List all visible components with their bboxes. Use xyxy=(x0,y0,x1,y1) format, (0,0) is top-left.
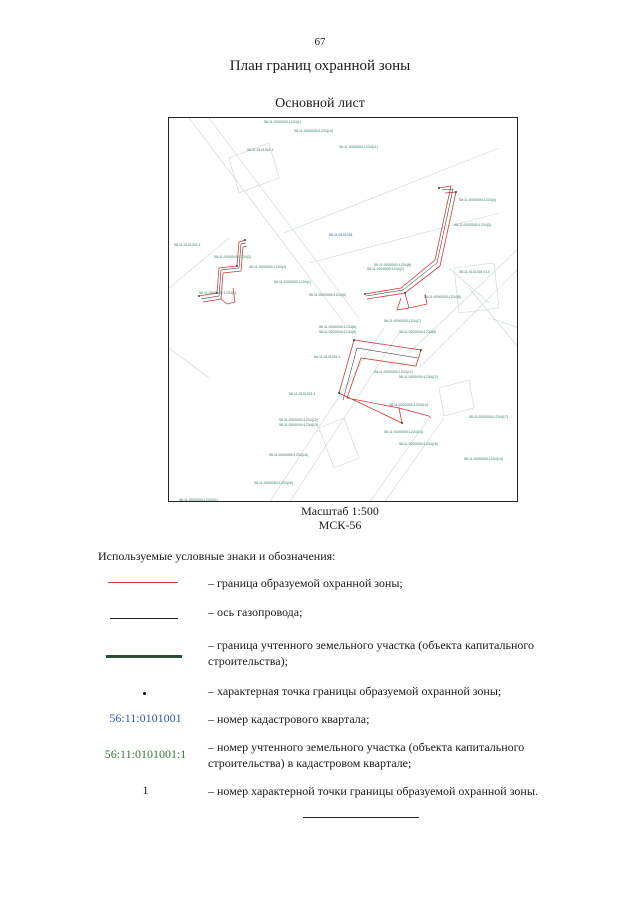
map-label: 56:11:0000000:1234(15) xyxy=(294,129,333,133)
legend-heading: Используемые условные знаки и обозначени… xyxy=(98,549,336,563)
map-label: 56:11:0101001:1 xyxy=(314,355,341,359)
map-label: 56:11:0000000:1234(4) xyxy=(459,198,496,202)
map-label: 56:11:0000000:1234(18) xyxy=(269,453,308,457)
map-label: 56:11:0101001:1 xyxy=(247,148,274,152)
map-label: 56:11:0000000:1234(16) xyxy=(399,442,438,446)
map-label: 56:11:0101001:113 xyxy=(459,270,489,274)
zone-square xyxy=(338,339,432,424)
map-label: 56:11:0000000:1234(9) xyxy=(399,330,436,334)
legend-point-number-symbol: 1 xyxy=(142,783,149,797)
map-label: 56:11:0000000:1234(11) xyxy=(339,145,378,149)
map-label: 56:11:0000000:1234(3) xyxy=(199,291,236,295)
map-label: 56:11:0000000:1234(2) xyxy=(214,255,251,259)
legend-zone-boundary-text: – граница образуемой охранной зоны; xyxy=(208,576,403,590)
map-label: 56:11:0000000:1234(12) xyxy=(279,418,318,422)
map-label: 56:11:0101001:1 xyxy=(289,392,316,396)
scale-block: Масштаб 1:500 МСК-56 xyxy=(0,504,640,532)
map-label: 56:11:0000000:1234(5) xyxy=(424,295,461,299)
map-label: 56:11:0000000:1234(20) xyxy=(254,481,293,485)
legend-gas-axis-symbol xyxy=(110,618,178,619)
zone-right xyxy=(364,185,457,311)
legend-gas-axis-text: – ось газопровода; xyxy=(208,605,303,619)
map-label: 56:11:0000000:1234(8) xyxy=(374,263,411,267)
map-label: 56:11:0000000:1234(4) xyxy=(249,265,286,269)
map-label: 56:11:0000000:1234(5) xyxy=(309,293,346,297)
footer-divider xyxy=(303,817,419,818)
boundary-points xyxy=(198,187,457,424)
map-label: 56:11:0000000:1234(7) xyxy=(384,319,421,323)
map-label: 56:11:0000000:1234(19) xyxy=(464,457,503,461)
map-drawing: 56:11:0000000:1234(1) 56:11:0000000:1234… xyxy=(169,118,517,502)
zone-left xyxy=(198,239,248,305)
map-label: 56:11:0000000:1234(8) xyxy=(319,325,356,329)
map-label: 56:11:0000000:1234(11) xyxy=(374,370,413,374)
legend-point-number-text: – номер характерной точки границы образу… xyxy=(208,784,538,798)
legend-parcel-boundary-symbol xyxy=(106,655,182,658)
legend-point-text: – характерная точка границы образуемой о… xyxy=(208,684,502,698)
parcel-lines xyxy=(169,118,517,501)
legend-quarter-number-symbol: 56:11:0101001 xyxy=(109,711,182,725)
map-label: 56:11:0000000:1234(21) xyxy=(179,498,218,502)
page-subtitle: Основной лист xyxy=(275,96,365,111)
legend-parcel-number-text: – номер учтенного земельного участка (об… xyxy=(208,740,525,770)
coordinate-system: МСК-56 xyxy=(318,518,362,532)
map-label: 56:11:0000000:1234(1) xyxy=(264,120,301,124)
map-label: 56:11:0101001:1 xyxy=(174,243,201,247)
map-label: 56:11:0000000:1234(17) xyxy=(469,415,508,419)
map-frame: 56:11:0000000:1234(1) 56:11:0000000:1234… xyxy=(168,117,518,502)
legend-point-symbol xyxy=(143,692,146,695)
legend-quarter-number-text: – номер кадастрового квартала; xyxy=(208,712,370,726)
cadastral-labels: 56:11:0000000:1234(1) 56:11:0000000:1234… xyxy=(174,120,508,502)
page-title: План границ охранной зоны xyxy=(229,58,411,74)
map-label: 56:11:0000000:1234(2) xyxy=(367,267,404,271)
map-label: 56:11:0000000:1234(13) xyxy=(279,423,318,427)
map-label: 56:11:0101001 xyxy=(329,233,353,237)
page-number: 67 xyxy=(314,36,326,48)
protection-zones xyxy=(198,185,457,424)
legend-parcel-boundary-text: – граница учтенного земельного участка (… xyxy=(208,638,535,668)
legend-zone-boundary-symbol xyxy=(108,582,178,583)
map-label: 56:11:0000000:1234(6) xyxy=(319,330,356,334)
map-label: 56:11:0000000:1234(1) xyxy=(274,280,311,284)
legend-parcel-number-symbol: 56:11:0101001:1 xyxy=(104,747,187,761)
map-label: 56:11:0000000:1234(14) xyxy=(384,430,423,434)
map-scale: Масштаб 1:500 xyxy=(301,504,379,518)
map-label: 56:11:0000000:1234(10) xyxy=(389,403,428,407)
map-label: 56:11:0000000:1234(12) xyxy=(399,375,438,379)
map-label: 56:11:0000000:1234(3) xyxy=(454,223,491,227)
